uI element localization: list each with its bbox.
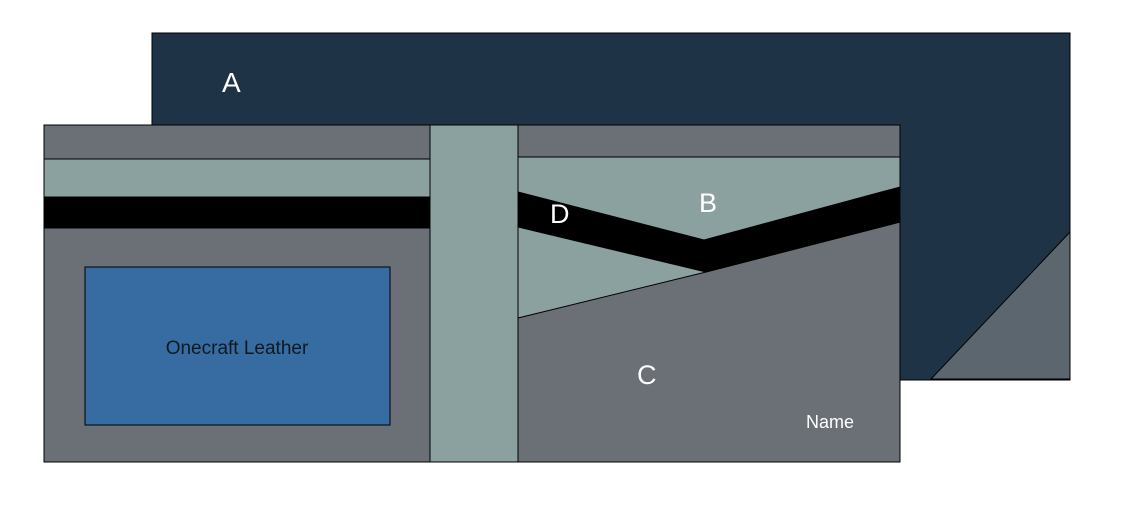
left-panel-black-band [43,196,431,229]
left-panel-sage-band [43,158,431,198]
corner-flap-triangle [929,230,1071,380]
label-a: A [222,67,241,98]
logo-plate [84,266,391,426]
center-divider-strip [429,124,519,463]
name-text: Name [806,412,854,432]
label-b: B [699,188,717,218]
label-c: C [637,360,657,390]
logo-text: Onecraft Leather [166,338,309,359]
right-panel-top-band [517,124,901,158]
label-d: D [550,199,570,229]
